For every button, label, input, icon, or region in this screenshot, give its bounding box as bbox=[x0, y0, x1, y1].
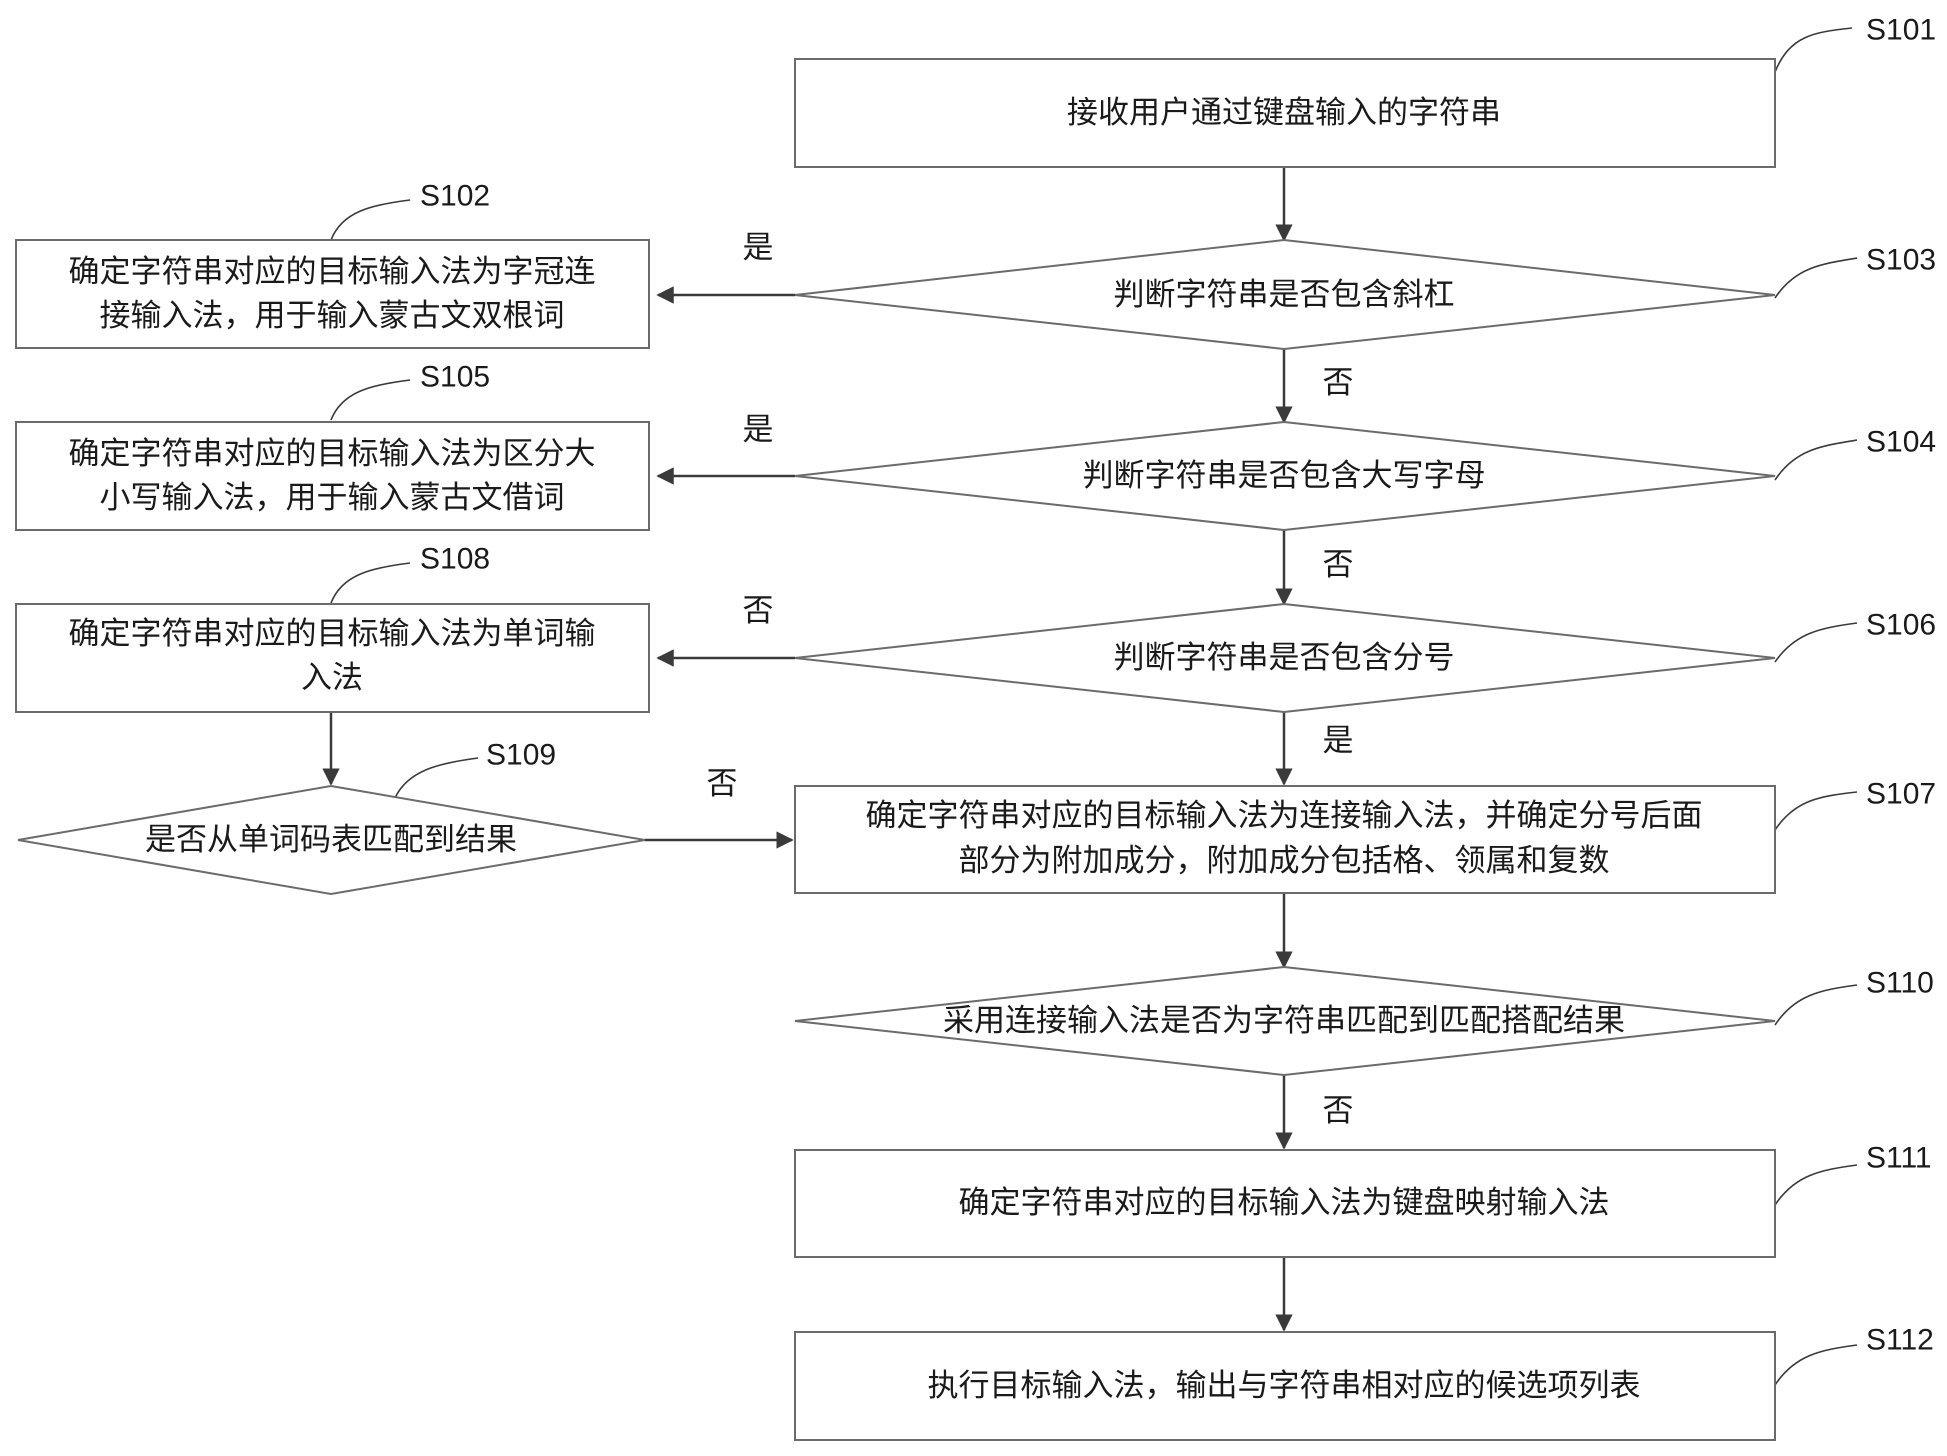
node-text-s106: 判断字符串是否包含分号 bbox=[1114, 640, 1455, 676]
node-text-s104: 判断字符串是否包含大写字母 bbox=[1083, 458, 1486, 494]
node-text-s109: 是否从单词码表匹配到结果 bbox=[145, 822, 517, 858]
callout-s107 bbox=[1774, 791, 1858, 831]
process-box-s111 bbox=[794, 1149, 1776, 1258]
node-text-s101: 接收用户通过键盘输入的字符串 bbox=[1067, 95, 1501, 131]
process-box-s108 bbox=[15, 603, 650, 713]
callout-s104 bbox=[1774, 439, 1858, 481]
step-id-s105: S105 bbox=[420, 361, 490, 394]
step-id-s109: S109 bbox=[486, 739, 556, 772]
decision-diamond-s106 bbox=[794, 602, 1776, 714]
callout-s102 bbox=[330, 199, 411, 241]
callout-s108 bbox=[330, 562, 411, 604]
step-id-s101: S101 bbox=[1866, 14, 1936, 47]
process-box-s112 bbox=[794, 1331, 1776, 1441]
callout-s105 bbox=[330, 379, 411, 421]
edge-label-s103-no: 否 bbox=[1323, 365, 1354, 401]
node-text-s110: 采用连接输入法是否为字符串匹配到匹配搭配结果 bbox=[943, 1003, 1625, 1039]
step-id-s110: S110 bbox=[1866, 967, 1934, 1000]
callout-s109 bbox=[394, 757, 479, 799]
process-box-s101 bbox=[794, 58, 1776, 168]
node-text-s107-line2: 部分为附加成分，附加成分包括格、领属和复数 bbox=[959, 843, 1610, 879]
edge-label-s106-no: 否 bbox=[743, 593, 774, 629]
edge-label-s103-yes: 是 bbox=[743, 230, 774, 266]
callout-s101 bbox=[1774, 27, 1853, 73]
step-id-s102: S102 bbox=[420, 180, 490, 213]
callout-s110 bbox=[1774, 984, 1858, 1026]
node-text-s102-line2: 接输入法，用于输入蒙古文双根词 bbox=[100, 298, 565, 334]
node-text-s112: 执行目标输入法，输出与字符串相对应的候选项列表 bbox=[928, 1368, 1641, 1404]
decision-diamond-s103 bbox=[794, 238, 1776, 351]
edge-label-s104-no: 否 bbox=[1323, 547, 1354, 583]
node-text-s108-line1: 确定字符串对应的目标输入法为单词输 bbox=[69, 616, 596, 652]
step-id-s111: S111 bbox=[1866, 1142, 1932, 1175]
step-id-s107: S107 bbox=[1866, 778, 1936, 811]
process-box-s102 bbox=[15, 239, 650, 349]
callout-s111 bbox=[1774, 1164, 1858, 1206]
callout-s103 bbox=[1774, 257, 1858, 299]
callout-s106 bbox=[1774, 622, 1858, 663]
node-text-s102-line1: 确定字符串对应的目标输入法为字冠连 bbox=[69, 254, 596, 290]
callout-s112 bbox=[1774, 1344, 1858, 1386]
edge-label-s106-yes: 是 bbox=[1323, 723, 1354, 759]
step-id-s108: S108 bbox=[420, 543, 490, 576]
node-text-s107-line1: 确定字符串对应的目标输入法为连接输入法，并确定分号后面 bbox=[866, 798, 1703, 834]
edge-label-s104-yes: 是 bbox=[743, 412, 774, 448]
decision-diamond-s109 bbox=[17, 784, 646, 896]
node-text-s108-line2: 入法 bbox=[301, 660, 363, 696]
step-id-s104: S104 bbox=[1866, 426, 1936, 459]
step-id-s103: S103 bbox=[1866, 244, 1936, 277]
edge-label-s109-no: 否 bbox=[707, 766, 738, 802]
node-text-s105-line1: 确定字符串对应的目标输入法为区分大 bbox=[69, 436, 596, 472]
process-box-s107 bbox=[794, 785, 1776, 894]
step-id-s112: S112 bbox=[1866, 1324, 1934, 1357]
node-text-s111: 确定字符串对应的目标输入法为键盘映射输入法 bbox=[959, 1185, 1610, 1221]
decision-diamond-s110 bbox=[794, 965, 1776, 1077]
step-id-s106: S106 bbox=[1866, 609, 1936, 642]
node-text-s103: 判断字符串是否包含斜杠 bbox=[1114, 277, 1455, 313]
process-box-s105 bbox=[15, 421, 650, 531]
node-text-s105-line2: 小写输入法，用于输入蒙古文借词 bbox=[100, 480, 565, 516]
decision-diamond-s104 bbox=[794, 420, 1776, 532]
edge-label-s110-no: 否 bbox=[1323, 1093, 1354, 1129]
